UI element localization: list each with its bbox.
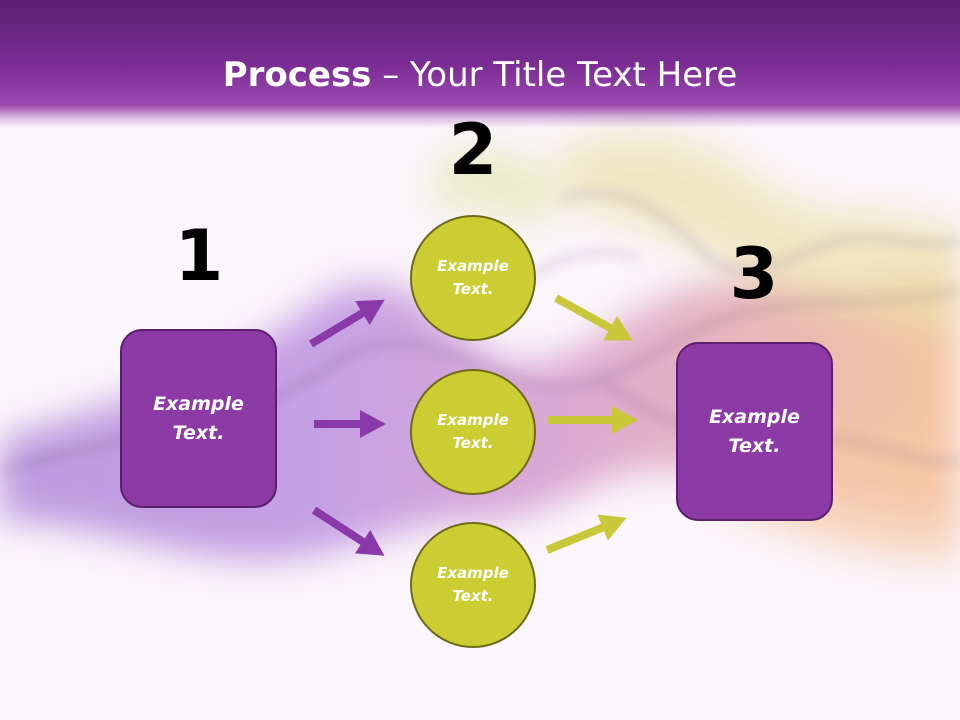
step-1-box: Example Text. [120, 329, 277, 508]
arrow-right-icon [314, 410, 386, 438]
arrow-right-icon [554, 294, 633, 341]
circle-middle-text: Example Text. [437, 411, 509, 452]
step-number-2: 2 [448, 109, 498, 191]
circle-top-text: Example Text. [437, 257, 509, 298]
step-number-3: 3 [729, 233, 779, 315]
arrow-right-icon [311, 506, 385, 556]
slide-title: Process – Your Title Text Here [0, 52, 960, 98]
arrow-right-icon [548, 406, 638, 434]
step-3-text: Example Text. [709, 405, 800, 457]
title-rest: – Your Title Text Here [371, 55, 738, 95]
step-number-1: 1 [174, 215, 224, 297]
title-bar [0, 0, 960, 128]
step-2-circle-middle: Example Text. [410, 369, 536, 495]
step-3-box: Example Text. [676, 342, 833, 521]
step-2-circle-bottom: Example Text. [410, 522, 536, 648]
arrow-right-icon [545, 514, 627, 554]
arrow-right-icon [308, 299, 385, 348]
title-bold: Process [222, 55, 372, 95]
circle-bottom-text: Example Text. [437, 564, 509, 605]
step-1-text: Example Text. [153, 392, 244, 444]
step-2-circle-top: Example Text. [410, 215, 536, 341]
